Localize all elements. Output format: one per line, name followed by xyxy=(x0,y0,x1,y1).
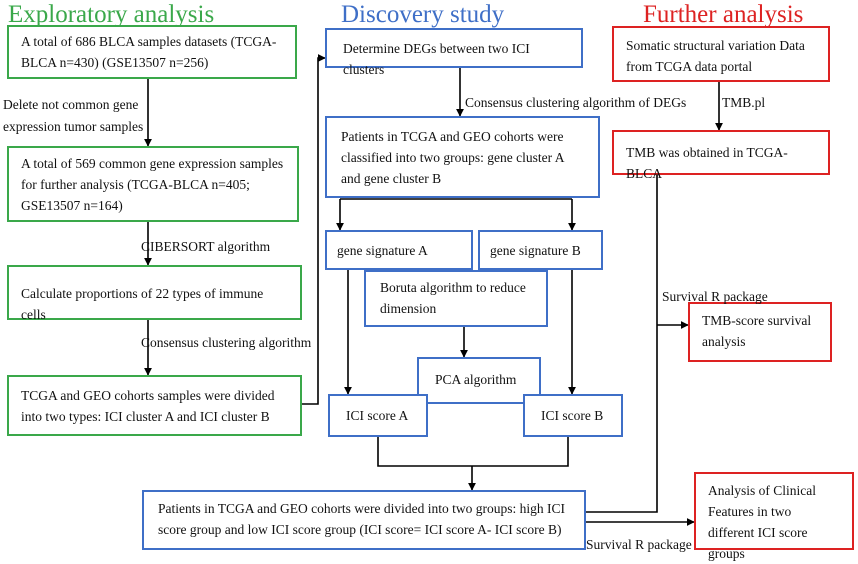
box-ici-clusters: TCGA and GEO cohorts samples were divide… xyxy=(7,375,302,436)
tmb-down-line xyxy=(586,175,658,513)
box-tmb-survival: TMB-score survival analysis xyxy=(688,302,832,362)
label-tmb-pl: TMB.pl xyxy=(722,95,766,110)
merge-scores xyxy=(377,437,569,467)
header-further-analysis: Further analysis xyxy=(643,1,804,28)
box-immune-proportions: Calculate proportions of 22 types of imm… xyxy=(7,265,302,322)
box-gene-signature-a: gene signature A xyxy=(325,230,473,270)
box-gene-signature-b: gene signature B xyxy=(478,230,603,270)
box-determine-degs: Determine DEGs between two ICI clusters xyxy=(325,28,583,77)
box-common-samples: A total of 569 common gene expression sa… xyxy=(7,146,299,222)
label-consensus-clustering: Consensus clustering algorithm xyxy=(141,335,312,350)
box-ici-score-a: ICI score A xyxy=(328,394,428,437)
box-clinical-features: Analysis of Clinical Features in two dif… xyxy=(694,472,854,561)
header-exploratory-analysis: Exploratory analysis xyxy=(8,1,215,28)
box-ici-score-b: ICI score B xyxy=(523,394,623,437)
label-consensus-degs: Consensus clustering algorithm of DEGs xyxy=(465,95,687,110)
label-cibersort: CIBERSORT algorithm xyxy=(141,239,271,254)
box-tmb-obtained: TMB was obtained in TCGA-BLCA xyxy=(612,130,830,181)
box-somatic-data: Somatic structural variation Data from T… xyxy=(612,26,830,82)
box-pca: PCA algorithm xyxy=(417,357,541,404)
header-discovery-study: Discovery study xyxy=(341,1,505,28)
label-survival-r-package-top: Survival R package xyxy=(662,289,768,304)
box-gene-clusters: Patients in TCGA and GEO cohorts were cl… xyxy=(325,116,600,198)
label-survival-r-package-bottom: Survival R package xyxy=(586,537,692,552)
arrow-clusters-to-degs xyxy=(302,54,326,405)
box-samples-total: A total of 686 BLCA samples datasets (TC… xyxy=(7,25,297,79)
label-delete-samples: Delete not common gene expression tumor … xyxy=(3,97,144,134)
box-ici-score-groups: Patients in TCGA and GEO cohorts were di… xyxy=(142,490,586,550)
box-boruta: Boruta algorithm to reduce dimension xyxy=(364,270,548,327)
